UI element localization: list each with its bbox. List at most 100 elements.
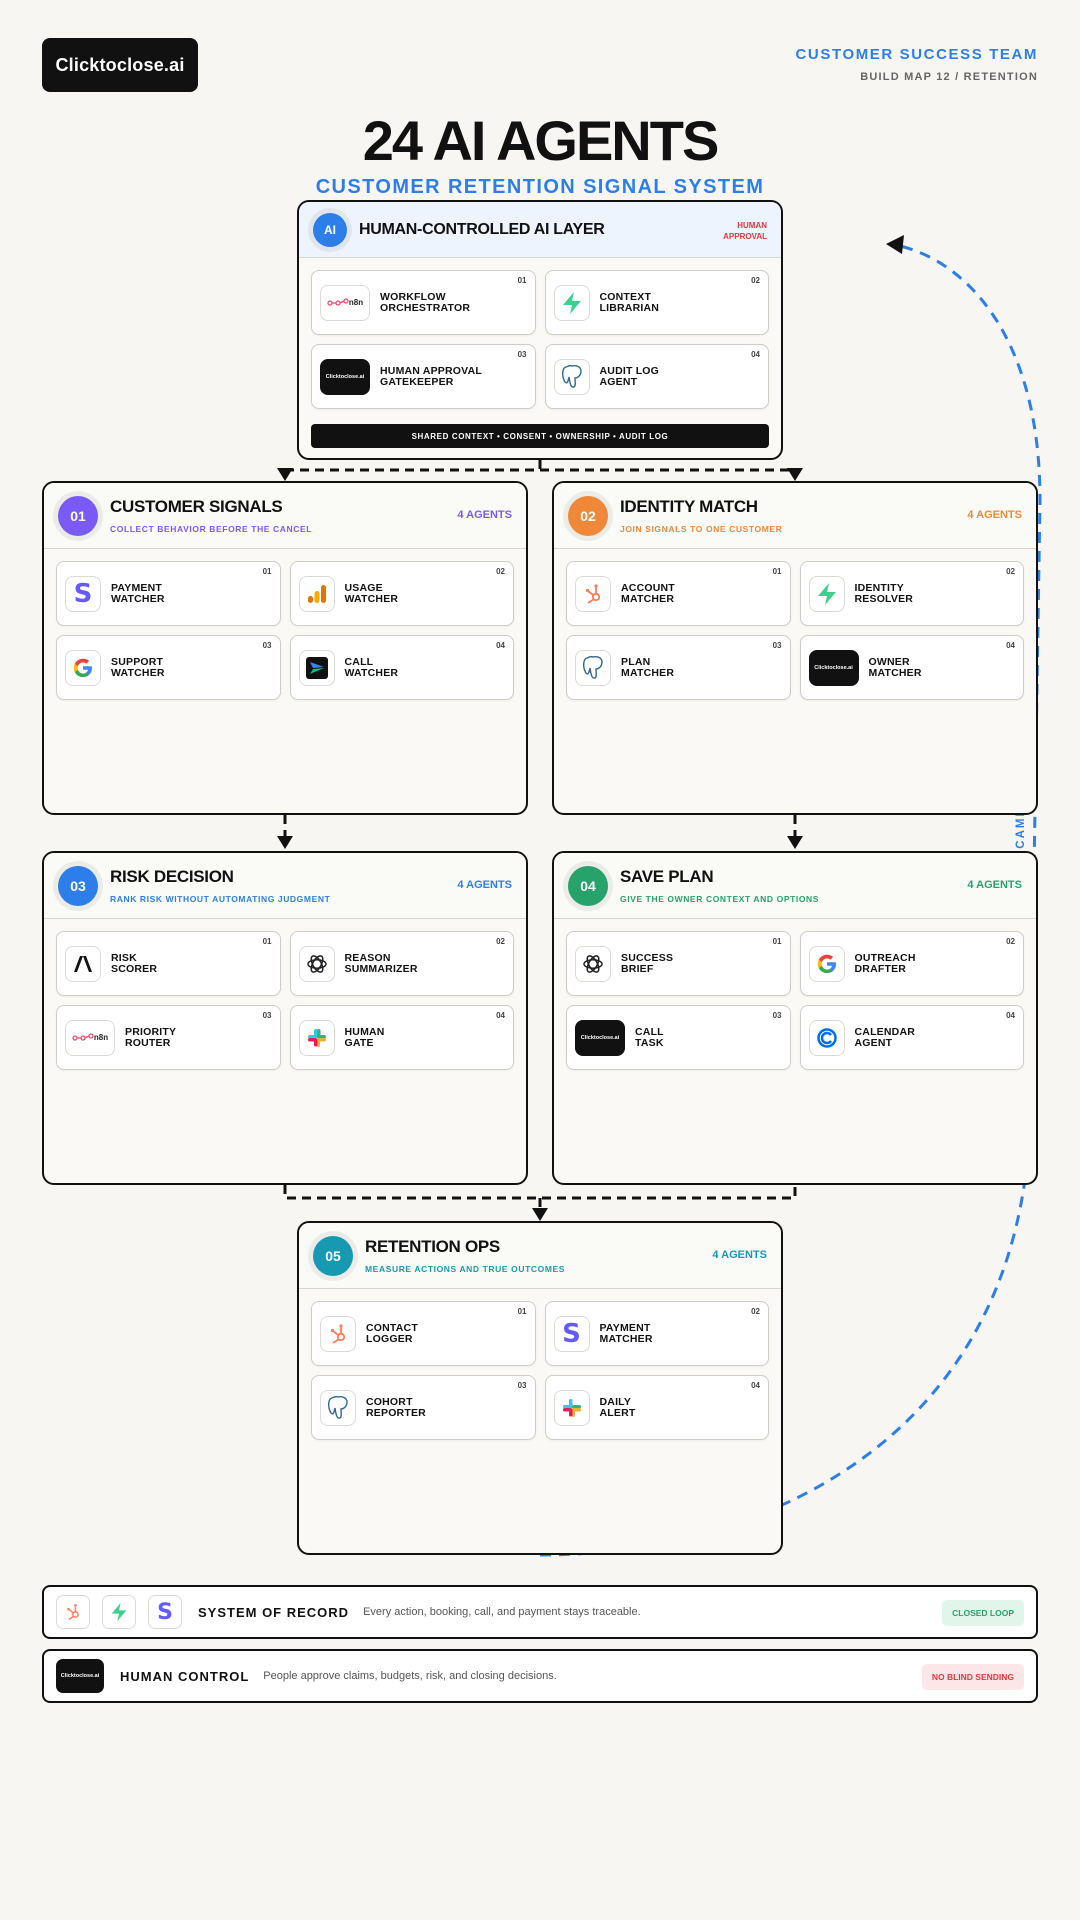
section-subtitle: COLLECT BEHAVIOR BEFORE THE CANCEL xyxy=(110,524,313,534)
agent-card-usage-watcher[interactable]: 02 USAGE WATCHER xyxy=(289,561,514,626)
closed-loop-badge: CLOSED LOOP xyxy=(942,1600,1024,1626)
section-subtitle: GIVE THE OWNER CONTEXT AND OPTIONS xyxy=(620,894,820,904)
section-number: 01 xyxy=(58,495,98,536)
section-retention-ops: 05 RETENTION OPS MEASURE ACTIONS AND TRU… xyxy=(297,1221,783,1555)
agent-label: CONTACT LOGGER xyxy=(366,1321,418,1345)
anthropic-icon xyxy=(65,945,101,982)
agent-card-priority-router[interactable]: 03 n8n PRIORITY ROUTER xyxy=(56,1005,281,1070)
card-index: 04 xyxy=(1006,641,1015,650)
card-index: 02 xyxy=(751,276,760,285)
arrow-head xyxy=(277,836,293,849)
card-index: 03 xyxy=(262,641,272,650)
agent-card-contact-logger[interactable]: 01 CONTACT LOGGER xyxy=(311,1301,536,1366)
card-index: 03 xyxy=(517,1381,527,1390)
agents-count: 4 AGENTS xyxy=(457,509,512,521)
clicktoclose-logo-icon: Clicktoclose.ai xyxy=(56,1659,104,1693)
agent-card-workflow-orchestrator[interactable]: 01 n8n WORKFLOW ORCHESTRATOR xyxy=(311,270,536,335)
agent-label: DAILY ALERT xyxy=(599,1395,636,1419)
clicktoclose-logo-icon: Clicktoclose.ai xyxy=(320,358,370,395)
agent-card-context-librarian[interactable]: 02 CONTEXT LIBRARIAN xyxy=(544,270,769,335)
agent-label: SUPPORT WATCHER xyxy=(111,655,165,679)
build-map-label: BUILD MAP 12 / RETENTION xyxy=(860,71,1038,83)
card-index: 04 xyxy=(751,350,760,359)
postgres-icon xyxy=(320,1389,356,1426)
agent-card-call-task[interactable]: 03 Clicktoclose.ai CALL TASK xyxy=(566,1005,791,1070)
analytics-icon xyxy=(298,575,335,612)
supabase-icon xyxy=(102,1595,136,1629)
section-customer-signals: 01 CUSTOMER SIGNALS COLLECT BEHAVIOR BEF… xyxy=(42,481,528,815)
agent-card-plan-matcher[interactable]: 03 PLAN MATCHER xyxy=(566,635,791,700)
agent-label: PRIORITY ROUTER xyxy=(125,1025,177,1049)
agent-card-identity-resolver[interactable]: 02 IDENTITY RESOLVER xyxy=(799,561,1024,626)
card-index: 03 xyxy=(772,641,782,650)
human-control-desc: People approve claims, budgets, risk, an… xyxy=(263,1670,557,1682)
stripe-icon: S xyxy=(148,1595,182,1629)
agent-label: USAGE WATCHER xyxy=(344,581,399,605)
google-icon xyxy=(808,945,845,982)
agent-card-daily-alert[interactable]: 04 DAILY ALERT xyxy=(544,1375,769,1440)
agents-count: 4 AGENTS xyxy=(967,509,1022,521)
card-index: 01 xyxy=(517,276,527,285)
team-info: CUSTOMER SUCCESS TEAM BUILD MAP 12 / RET… xyxy=(795,46,1038,83)
agent-label: AUDIT LOG AGENT xyxy=(599,364,660,388)
section-header: 02 IDENTITY MATCH JOIN SIGNALS TO ONE CU… xyxy=(554,483,1036,549)
card-index: 03 xyxy=(517,350,527,359)
agent-card-payment-matcher[interactable]: 02 S PAYMENT MATCHER xyxy=(544,1301,769,1366)
agent-label: HUMAN GATE xyxy=(344,1025,385,1049)
section-header: 05 RETENTION OPS MEASURE ACTIONS AND TRU… xyxy=(299,1223,781,1289)
agent-card-call-watcher[interactable]: 04 CALL WATCHER xyxy=(289,635,514,700)
section-number: 02 xyxy=(568,495,608,536)
hubspot-icon xyxy=(56,1595,90,1629)
postgres-icon xyxy=(553,358,590,395)
ai-layer-title: HUMAN-CONTROLLED AI LAYER xyxy=(359,220,605,238)
agent-label: IDENTITY RESOLVER xyxy=(854,581,914,605)
card-index: 04 xyxy=(496,1011,505,1020)
agent-card-cohort-reporter[interactable]: 03 COHORT REPORTER xyxy=(311,1375,536,1440)
team-name: CUSTOMER SUCCESS TEAM xyxy=(795,46,1038,63)
agent-card-success-brief[interactable]: 01 SUCCESS BRIEF xyxy=(566,931,791,996)
section-title: RISK DECISION xyxy=(110,867,234,886)
agent-card-account-matcher[interactable]: 01 ACCOUNT MATCHER xyxy=(566,561,791,626)
shared-context-bar: SHARED CONTEXT • CONSENT • OWNERSHIP • A… xyxy=(311,424,769,448)
agent-label: SUCCESS BRIEF xyxy=(621,951,674,975)
no-blind-sending-badge: NO BLIND SENDING xyxy=(921,1664,1024,1690)
stripe-icon: S xyxy=(65,575,101,612)
agent-card-audit-log-agent[interactable]: 04 AUDIT LOG AGENT xyxy=(544,344,769,409)
card-index: 01 xyxy=(262,937,272,946)
card-index: 02 xyxy=(1006,567,1015,576)
supabase-icon xyxy=(553,284,590,321)
arrow-head xyxy=(532,1208,548,1221)
section-number: 05 xyxy=(313,1235,353,1276)
section-title: SAVE PLAN xyxy=(620,867,714,886)
openai-icon xyxy=(575,945,611,982)
agent-card-human-approval-gatekeeper[interactable]: 03 Clicktoclose.ai HUMAN APPROVAL GATEKE… xyxy=(311,344,536,409)
agent-card-owner-matcher[interactable]: 04 Clicktoclose.ai OWNER MATCHER xyxy=(799,635,1024,700)
section-identity-match: 02 IDENTITY MATCH JOIN SIGNALS TO ONE CU… xyxy=(552,481,1038,815)
agents-count: 4 AGENTS xyxy=(457,879,512,891)
card-index: 04 xyxy=(751,1381,760,1390)
agent-label: RISK SCORER xyxy=(111,951,158,975)
agent-card-reason-summarizer[interactable]: 02 REASON SUMMARIZER xyxy=(289,931,514,996)
arrow-head xyxy=(787,836,803,849)
hubspot-icon xyxy=(575,575,611,612)
arrow-head xyxy=(277,468,293,481)
agent-label: PAYMENT WATCHER xyxy=(111,581,165,605)
agent-card-support-watcher[interactable]: 03 SUPPORT WATCHER xyxy=(56,635,281,700)
section-number: 04 xyxy=(568,865,608,906)
agent-card-outreach-drafter[interactable]: 02 OUTREACH DRAFTER xyxy=(799,931,1024,996)
clicktoclose-logo-icon: Clicktoclose.ai xyxy=(575,1019,625,1056)
agent-label: PLAN MATCHER xyxy=(621,655,675,679)
agent-card-payment-watcher[interactable]: 01 S PAYMENT WATCHER xyxy=(56,561,281,626)
call-recorder-icon xyxy=(298,649,335,686)
agent-card-human-gate[interactable]: 04 HUMAN GATE xyxy=(289,1005,514,1070)
clicktoclose-logo-icon: Clicktoclose.ai xyxy=(808,649,859,686)
agent-card-risk-scorer[interactable]: 01 RISK SCORER xyxy=(56,931,281,996)
section-header: 04 SAVE PLAN GIVE THE OWNER CONTEXT AND … xyxy=(554,853,1036,919)
agent-label: CALL WATCHER xyxy=(344,655,399,679)
section-save-plan: 04 SAVE PLAN GIVE THE OWNER CONTEXT AND … xyxy=(552,851,1038,1185)
page-subtitle: CUSTOMER RETENTION SIGNAL SYSTEM xyxy=(315,176,765,198)
agent-label: COHORT REPORTER xyxy=(366,1395,426,1419)
agent-card-calendar-agent[interactable]: 04 CALENDAR AGENT xyxy=(799,1005,1024,1070)
ai-layer-header: AI HUMAN-CONTROLLED AI LAYER HUMAN APPRO… xyxy=(299,202,781,258)
card-index: 01 xyxy=(772,567,782,576)
